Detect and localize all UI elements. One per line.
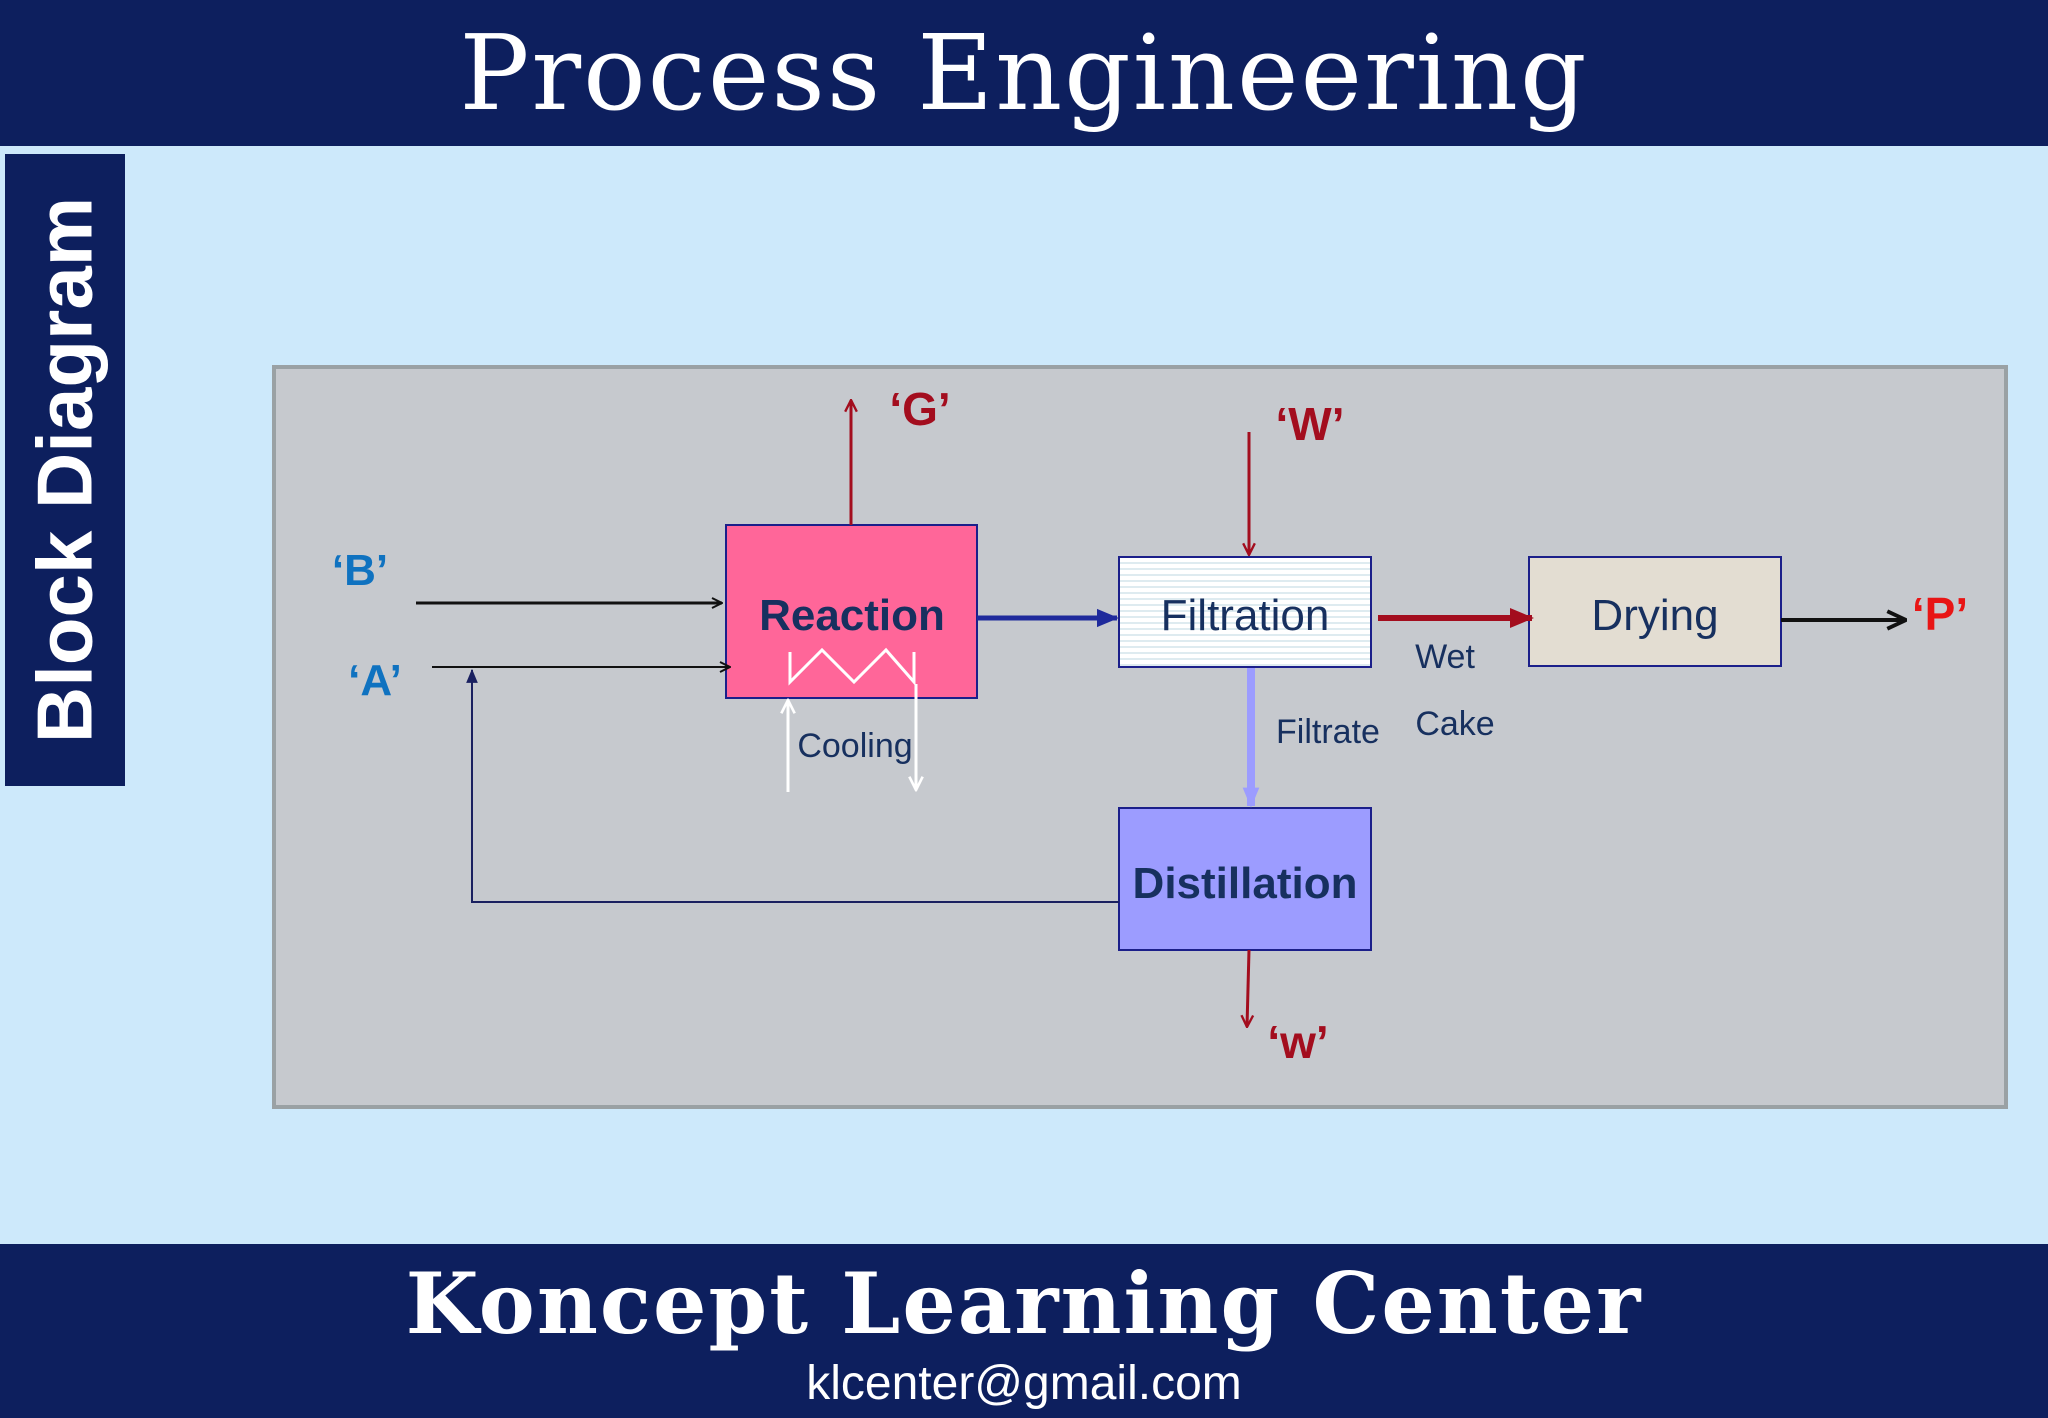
distillation-block [1118, 807, 1372, 951]
reaction-label: Reaction [759, 591, 945, 640]
cake-label: Cake [1415, 705, 1494, 743]
drying-block [1528, 556, 1782, 667]
stream-w-out-arrow [1247, 949, 1249, 1027]
diagram-panel [272, 365, 2008, 1109]
reaction-block [725, 524, 978, 699]
filtration-block [1118, 556, 1372, 668]
filtrate-label: Filtrate [1276, 713, 1380, 751]
distillation-label: Distillation [1133, 859, 1358, 908]
stream-p-label: ‘P’ [1912, 588, 1968, 640]
footer-banner: Koncept Learning Center klcenter@gmail.c… [0, 1244, 2048, 1418]
organization-name: Koncept Learning Center [405, 1254, 1643, 1353]
stream-w-out-label: ‘w’ [1267, 1016, 1328, 1068]
contact-email: klcenter@gmail.com [806, 1357, 1242, 1410]
stream-a-label: ‘A’ [348, 656, 402, 705]
cooling-label: Cooling [797, 727, 912, 765]
filtration-label: Filtration [1161, 591, 1330, 640]
side-tab: Block Diagram [5, 154, 125, 786]
recycle-line [466, 668, 1119, 903]
drying-label: Drying [1591, 591, 1718, 640]
stream-b-label: ‘B’ [332, 546, 388, 595]
stream-w-in-label: ‘W’ [1276, 398, 1345, 450]
header-banner: Process Engineering [0, 0, 2048, 146]
cooling-coil [788, 647, 916, 686]
stream-g-label: ‘G’ [889, 383, 950, 435]
page-title: Process Engineering [459, 12, 1589, 134]
wet-label: Wet [1415, 638, 1475, 676]
